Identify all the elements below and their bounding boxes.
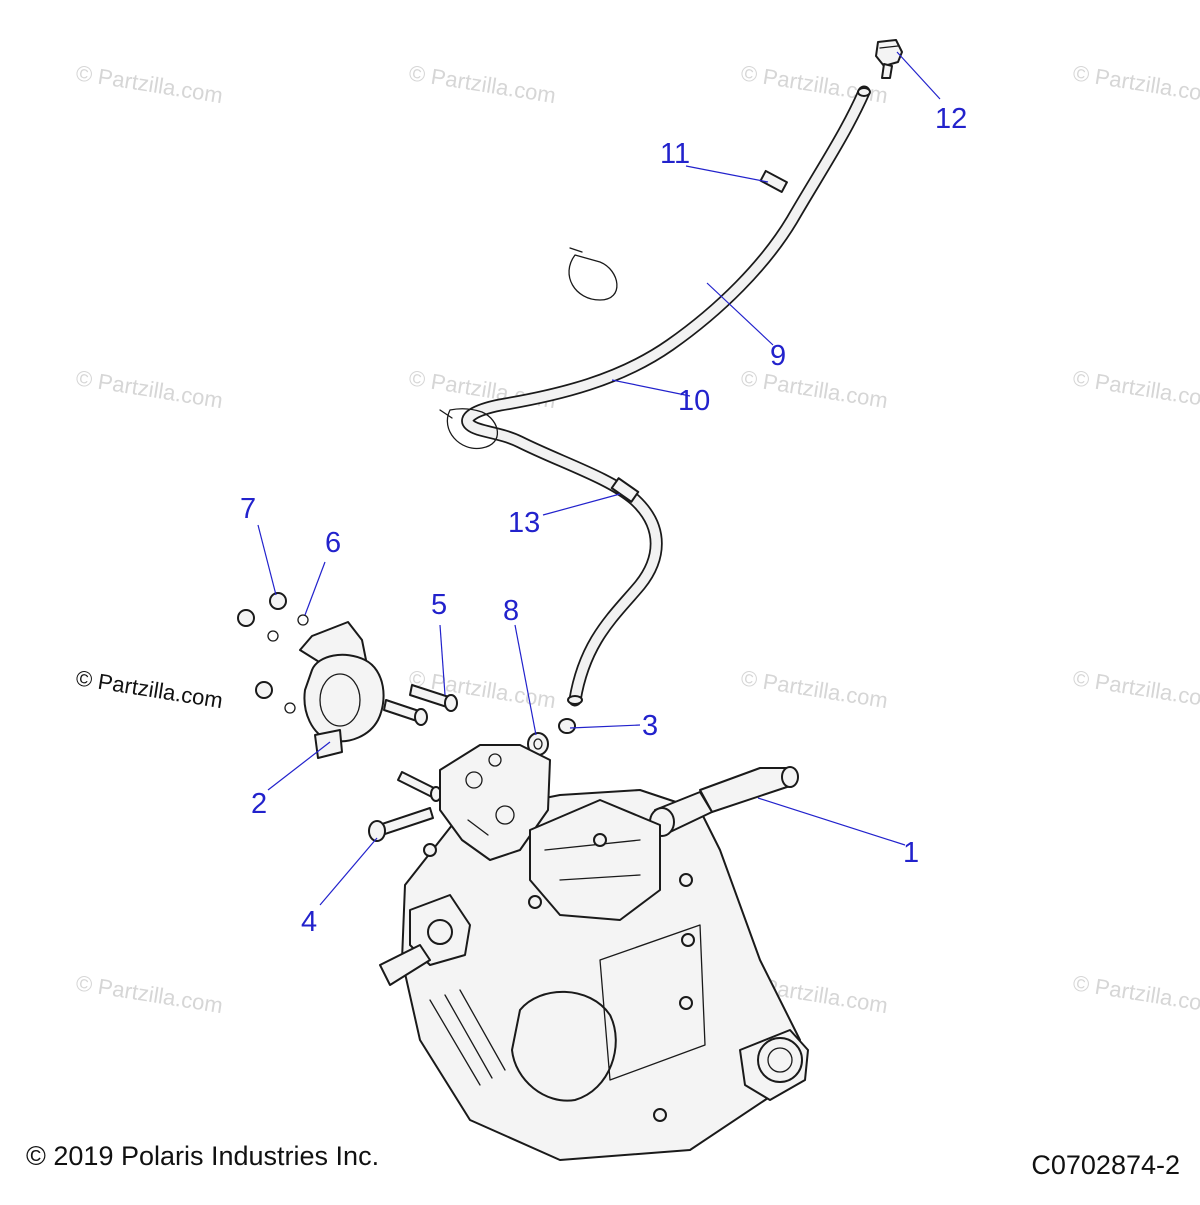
mount-bracket-part: [299, 621, 385, 759]
vent-hose-part: [461, 85, 871, 707]
watermark: © Partzilla.com: [1071, 60, 1200, 108]
hose-clamp-lower-part: [610, 477, 640, 503]
leader-line-8: [514, 624, 537, 736]
watermark: © Partzilla.com: [1071, 365, 1200, 413]
leader-line-6: [304, 561, 326, 616]
leader-line-4: [319, 837, 378, 906]
callout-8: 8: [503, 595, 519, 627]
leader-line-12: [896, 51, 941, 100]
callout-4: 4: [301, 906, 317, 938]
watermark: © Partzilla.com: [1071, 970, 1200, 1018]
callout-6: 6: [325, 527, 341, 559]
callout-2: 2: [251, 788, 267, 820]
watermark: © Partzilla.com: [1071, 665, 1200, 713]
callout-5: 5: [431, 589, 447, 621]
breather-fitting-part: [875, 39, 903, 79]
callout-13: 13: [508, 507, 540, 539]
callout-1: 1: [903, 837, 919, 869]
copyright-text: © 2019 Polaris Industries Inc.: [26, 1141, 380, 1171]
watermark: © Partzilla.com: [74, 365, 224, 413]
watermark-prominent: © Partzilla.com: [74, 665, 224, 713]
leader-line-2: [267, 741, 331, 791]
leader-lines: [257, 51, 941, 906]
leader-line-10: [611, 379, 691, 397]
watermark: © Partzilla.com: [739, 365, 889, 413]
watermark: © Partzilla.com: [74, 60, 224, 108]
watermark: © Partzilla.com: [407, 665, 557, 713]
leader-line-9: [706, 282, 774, 346]
leader-line-7: [257, 524, 277, 596]
leader-line-1: [757, 797, 906, 846]
callout-labels: 1 2 3 4 5 6 7 8 9 10 11 12 13: [240, 103, 967, 938]
watermark: © Partzilla.com: [739, 665, 889, 713]
p-clip-part: [439, 247, 618, 450]
diagram-id: C0702874-2: [1031, 1150, 1180, 1180]
transmission-assembly-part: [379, 744, 809, 1161]
leader-line-3: [569, 724, 641, 729]
callout-3: 3: [642, 710, 658, 742]
callout-9: 9: [770, 340, 786, 372]
nut-part: [558, 718, 576, 734]
callout-11: 11: [660, 138, 690, 170]
mount-bolts-part: [383, 684, 458, 726]
leader-line-5: [439, 624, 446, 696]
watermark: © Partzilla.com: [407, 60, 557, 108]
callout-12: 12: [935, 103, 967, 135]
leader-line-11: [685, 165, 769, 183]
callout-7: 7: [240, 493, 256, 525]
nuts-washers-part: [237, 592, 309, 714]
watermark: © Partzilla.com: [74, 970, 224, 1018]
callout-10: 10: [678, 385, 710, 417]
leader-line-13: [542, 493, 621, 516]
hose-clamp-upper-part: [759, 169, 788, 193]
bushing-part: [527, 732, 549, 756]
transmission-bolts-part: [368, 771, 442, 842]
